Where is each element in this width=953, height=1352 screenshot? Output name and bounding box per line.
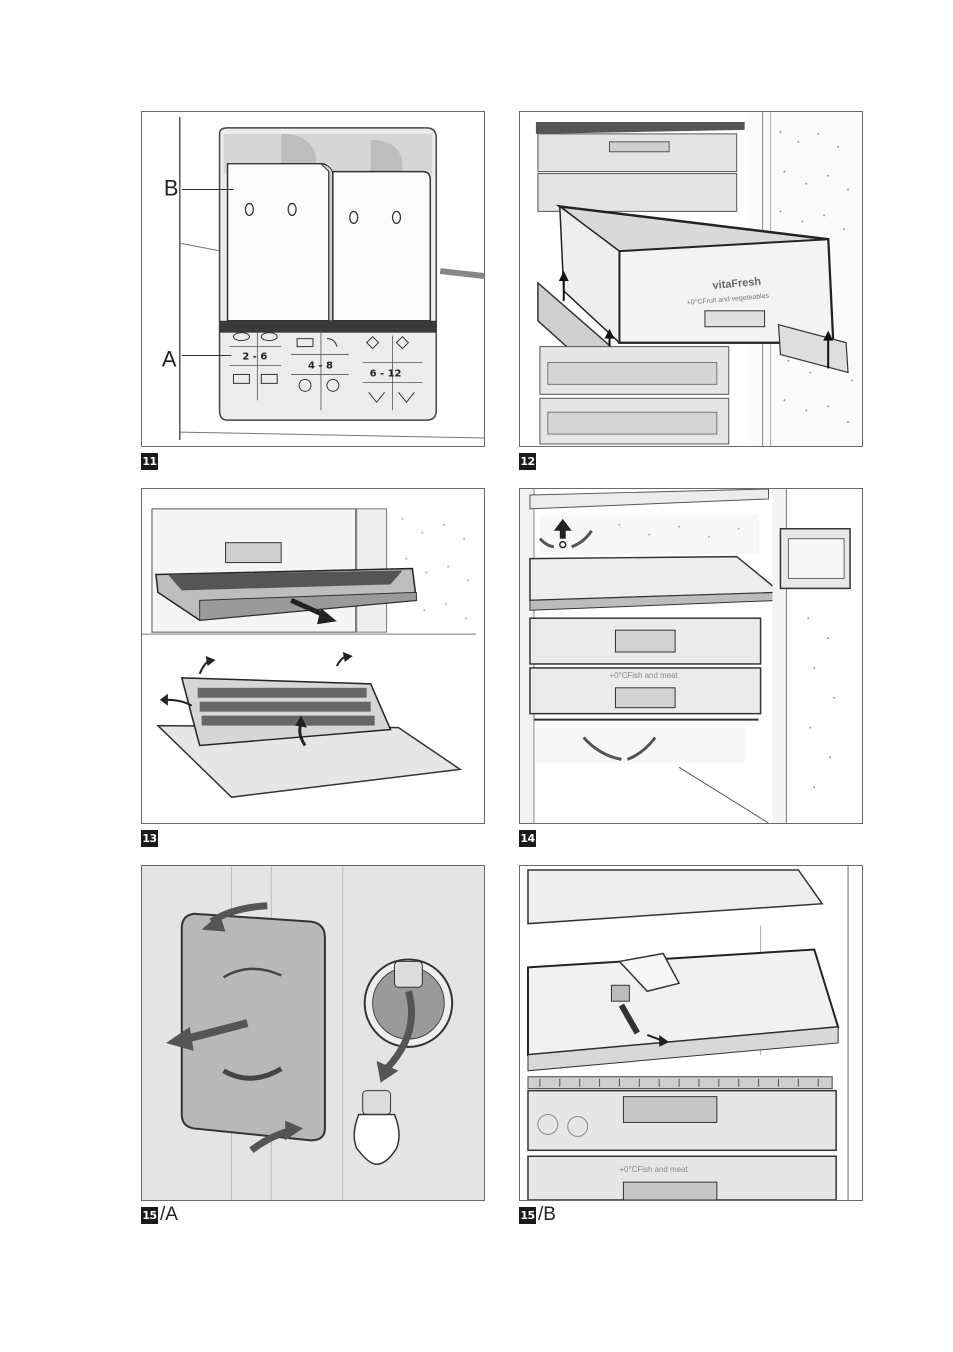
figure-12-panel: vitaFresh +0°CFruit and vegeteables [519, 111, 863, 447]
zone-label-2-6: 2 - 6 [242, 352, 267, 363]
zone-label-6-12: 6 - 12 [370, 368, 402, 379]
figure-subpart-label: /B [538, 1206, 556, 1224]
figure-number-badge: 14 [519, 830, 536, 847]
figure-number-badge: 11 [141, 453, 158, 470]
drawer-caption-label: +0°CFish and meat [609, 671, 678, 680]
figure-13-illustration [142, 489, 484, 823]
callout-b: B [164, 176, 179, 201]
zone-label-4-8: 4 - 8 [308, 360, 333, 371]
figure-number-badge: 12 [519, 453, 536, 470]
figure-14-illustration: +0°CFish and meat [520, 489, 862, 823]
figure-13-panel [141, 488, 485, 824]
figure-12-illustration: vitaFresh +0°CFruit and vegeteables [520, 112, 862, 446]
figure-number-badge: 15 [519, 1207, 536, 1224]
figure-15a-illustration [142, 866, 484, 1200]
drawer-caption-label: +0°CFish and meat [619, 1165, 688, 1174]
figure-subpart-label: /A [160, 1206, 178, 1224]
figure-15b-panel: +0°CFish and meat [519, 865, 863, 1201]
figure-number-badge: 13 [141, 830, 158, 847]
figure-11-panel: 2 - 6 4 - 8 6 - 12 B A [141, 111, 485, 447]
figure-15b-illustration: +0°CFish and meat [520, 866, 862, 1200]
figure-14-panel: +0°CFish and meat [519, 488, 863, 824]
figure-11-illustration: 2 - 6 4 - 8 6 - 12 B A [142, 112, 484, 446]
callout-a: A [162, 346, 177, 371]
figure-number-badge: 15 [141, 1207, 158, 1224]
figure-15a-panel [141, 865, 485, 1201]
